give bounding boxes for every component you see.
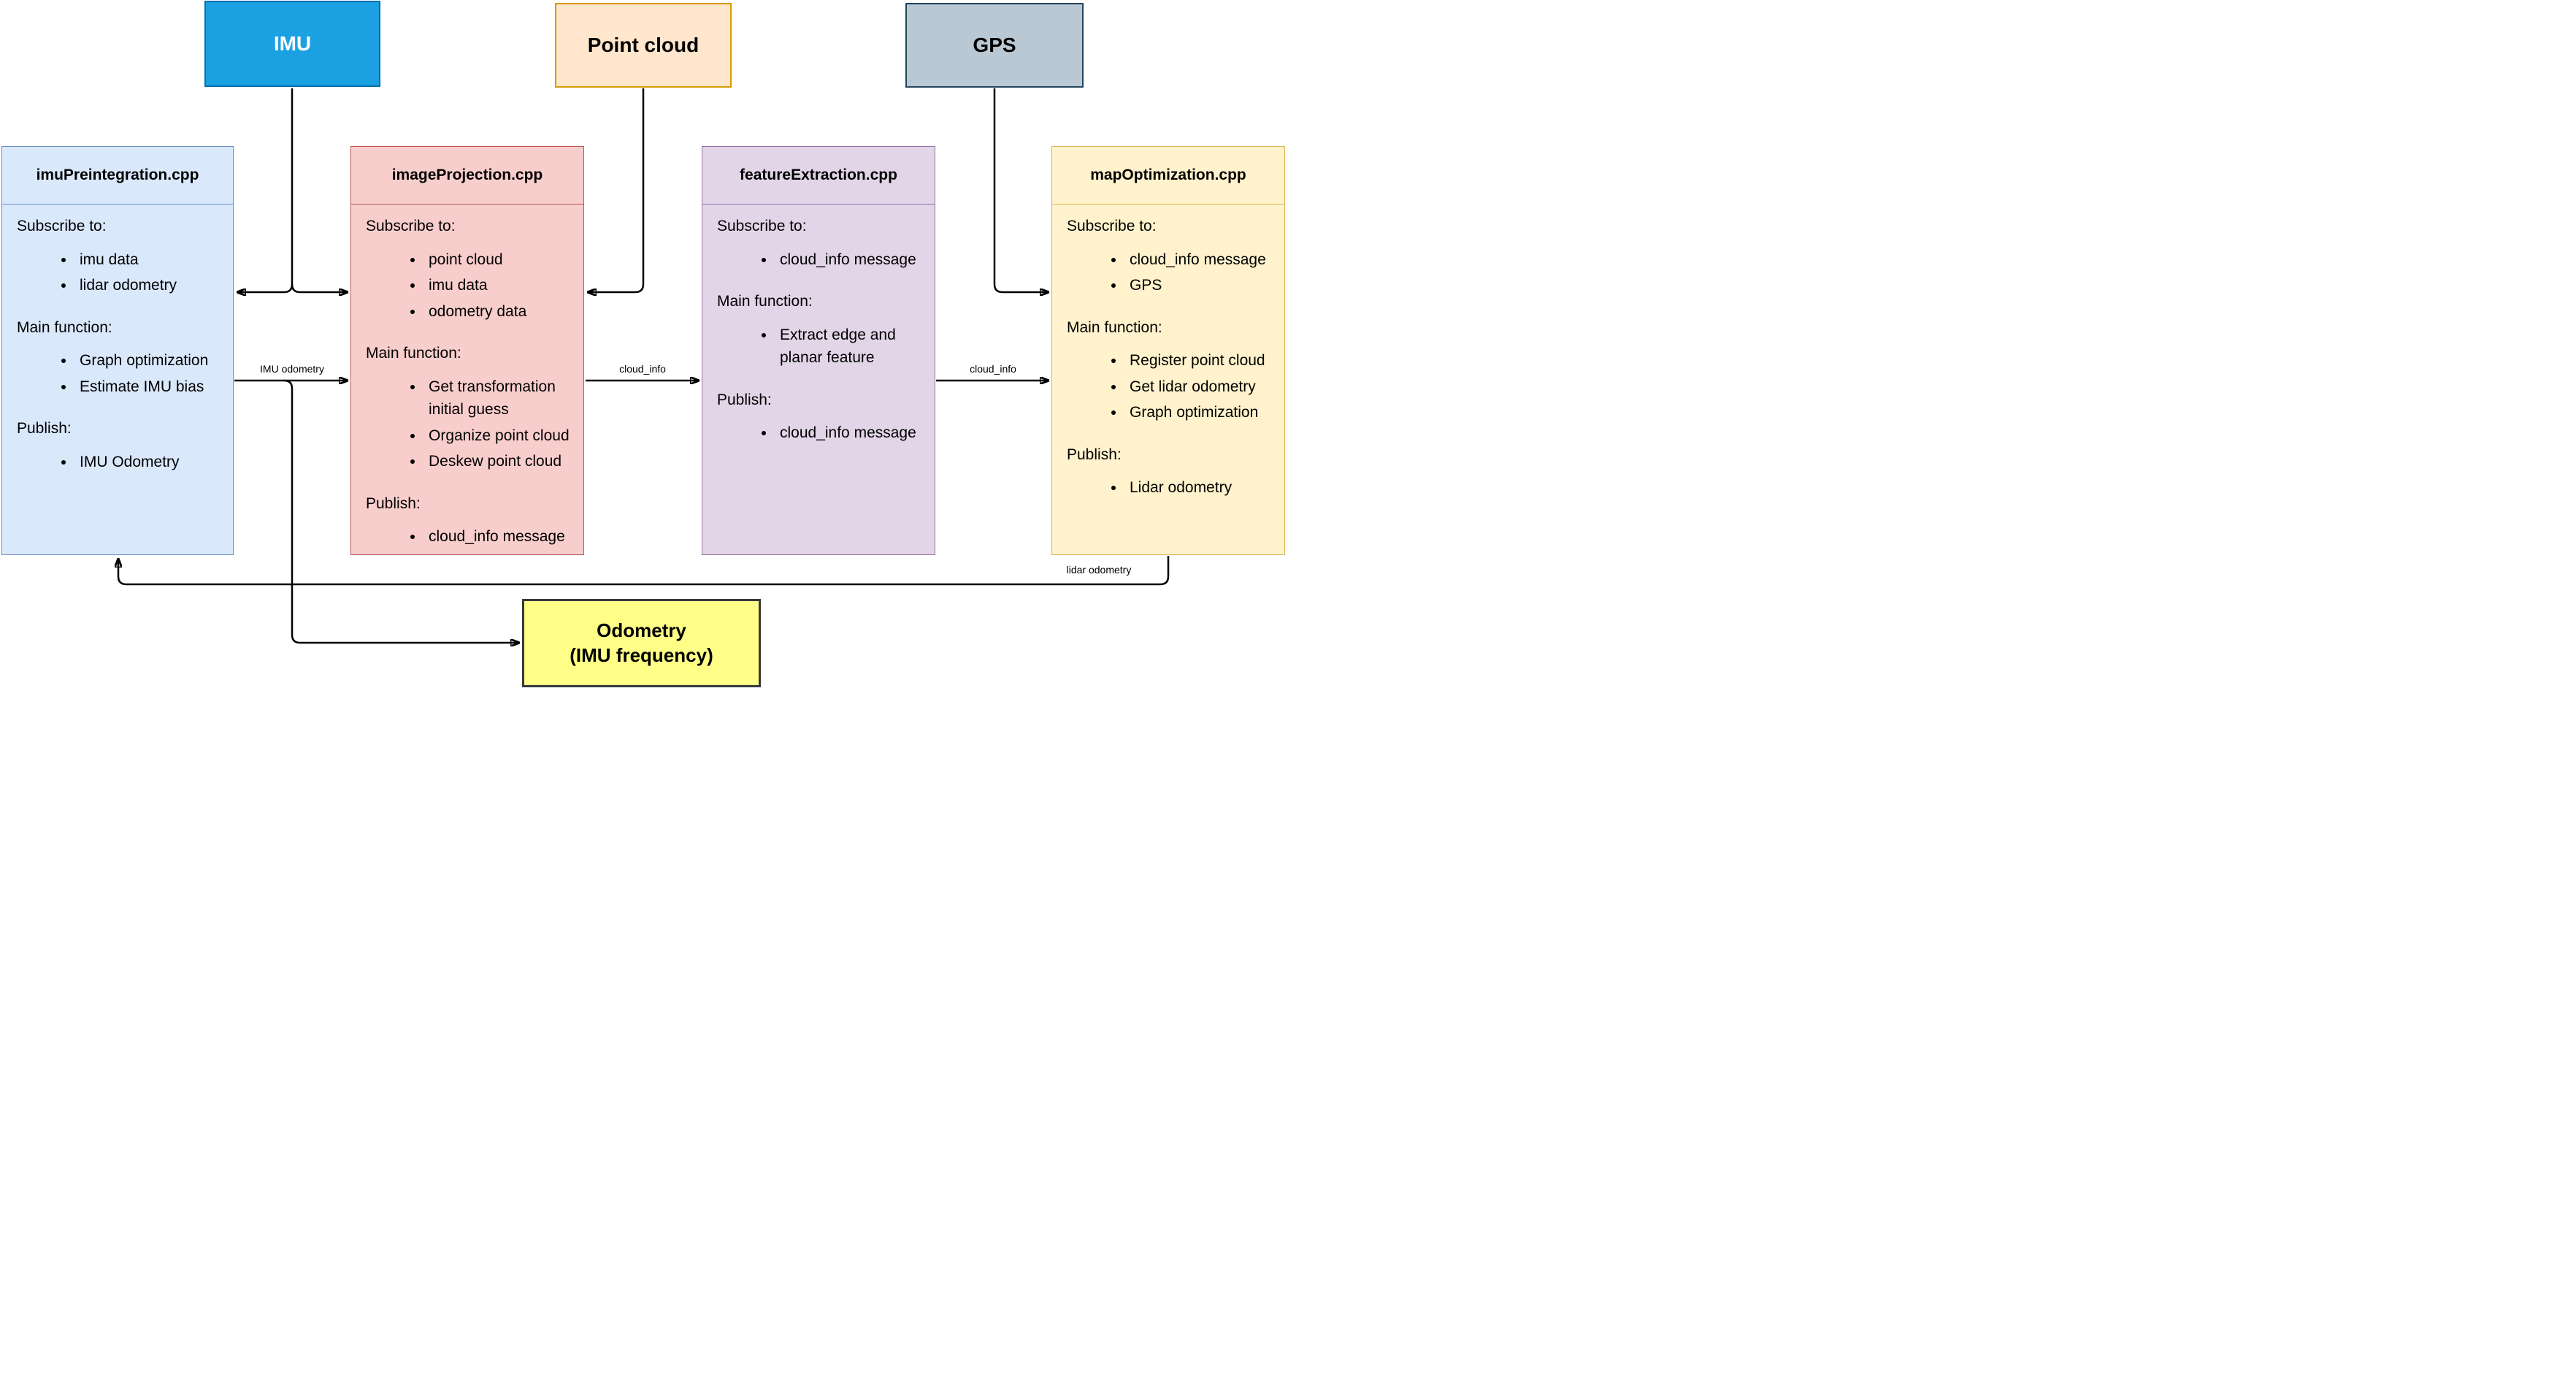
module-section-label: Publish: [17,420,72,437]
module-section-list: point cloudimu data odometry data [366,248,578,324]
module-section-item: cloud_info message [1125,248,1279,272]
module-section-list: imu datalidar odometry [17,248,227,297]
node-imageprojection: imageProjection.cpp Subscribe to: point c… [350,146,584,555]
diagram-edges [0,88,1170,690]
module-section-item: cloud_info message [775,421,929,445]
node-featureextraction: featureExtraction.cpp Subscribe to: cloud… [702,146,935,555]
module-section-label: Subscribe to: [17,218,107,234]
module-section-item: Deskew point cloud [424,450,578,473]
node-imu-label: IMU [273,32,312,55]
module-section-item: Graph optimization [1125,401,1279,424]
node-header: mapOptimization.cpp [1052,147,1284,205]
node-gps-source: GPS [905,3,1084,88]
edge-label-cloud-info-2: cloud_info [970,363,1016,375]
node-title: featureExtraction.cpp [740,167,897,183]
module-section-label: Subscribe to: [717,218,807,234]
module-section-label: Subscribe to: [366,218,456,234]
module-section-item: Estimate IMU bias [75,375,227,399]
node-header: imageProjection.cpp [351,147,583,205]
module-section-label: Main function: [366,345,461,362]
module-section-list: cloud_info message [717,248,929,272]
module-section-label: Main function: [717,293,813,310]
module-section-item: Get transformation initial guess [424,375,578,421]
module-section-item: point cloud [424,248,578,272]
node-body: Subscribe to: cloud_info messageGPS Main f… [1052,205,1284,500]
edge-imu-to-imageprojection [291,283,348,292]
edge-imu-to-imupreintegration [237,283,294,292]
node-imu-source: IMU [204,1,380,87]
edge-imu-odometry-branch-to-odometry [283,379,520,643]
module-section-label: Publish: [717,391,772,408]
module-section-list: Graph optimizationEstimate IMU bias [17,349,227,398]
node-odometry-output: Odometry (IMU frequency) [522,599,761,687]
module-section-list: cloud_info message [717,421,929,445]
module-section-item: cloud_info message [775,248,929,272]
module-section-item: Graph optimization [75,349,227,373]
node-pointcloud-source: Point cloud [555,3,732,88]
diagram-canvas: IMU Point cloud GPS imuPreintegration.cp… [0,0,1288,690]
node-odometry-label-line2: (IMU frequency) [570,643,713,666]
node-header: featureExtraction.cpp [702,147,935,205]
edge-label-cloud-info-1: cloud_info [619,363,666,375]
module-section-label: Main function: [1067,318,1162,336]
module-section-label: Publish: [366,494,421,512]
module-section-item: Lidar odometry [1125,476,1279,500]
module-section-label: Main function: [17,318,112,336]
module-section-list: Extract edge and planar feature [717,324,929,370]
module-section-label: Publish: [1067,446,1122,463]
module-section-list: Lidar odometry [1067,476,1279,500]
module-section-item: cloud_info message [424,525,578,549]
node-header: imuPreintegration.cpp [2,147,233,205]
module-section-list: Register point cloudGet lidar odometryGr… [1067,349,1279,424]
module-section-item: Get lidar odometry [1125,375,1279,399]
node-imupreintegration: imuPreintegration.cpp Subscribe to: imu d… [1,146,234,555]
module-section-item: Extract edge and planar feature [775,324,929,370]
node-title: mapOptimization.cpp [1090,167,1246,183]
module-section-list: Get transformation initial guessOrganize… [366,375,578,473]
module-section-item: Organize point cloud [424,424,578,448]
module-section-label: Subscribe to: [1067,218,1157,234]
edge-label-imu-odometry: IMU odometry [260,363,324,375]
module-section-item: IMU Odometry [75,451,227,474]
module-section-item: odometry data [424,300,578,324]
node-mapoptimization: mapOptimization.cpp Subscribe to: cloud_i… [1051,146,1285,555]
module-section-item: GPS [1125,274,1279,297]
edge-pointcloud-to-imageprojection [587,88,645,292]
node-body: Subscribe to: point cloudimu data odometry… [351,205,583,549]
module-section-item: imu data [424,274,578,297]
edge-lidar-odometry-feedback [118,556,1170,586]
node-pointcloud-label: Point cloud [587,34,699,56]
module-section-item: lidar odometry [75,274,227,297]
node-title: imuPreintegration.cpp [36,167,199,183]
edge-label-lidar-odometry: lidar odometry [1066,564,1132,576]
module-section-item: Register point cloud [1125,349,1279,373]
edge-gps-to-mapoptimization [993,88,1049,292]
node-odometry-label-line1: Odometry [597,619,686,641]
node-gps-label: GPS [973,34,1016,56]
module-section-list: IMU Odometry [17,451,227,474]
node-title: imageProjection.cpp [391,167,543,183]
module-section-list: cloud_info messageGPS [1067,248,1279,297]
module-section-list: cloud_info message [366,525,578,549]
node-body: Subscribe to: imu datalidar odometryMain … [2,205,233,473]
module-section-item: imu data [75,248,227,272]
